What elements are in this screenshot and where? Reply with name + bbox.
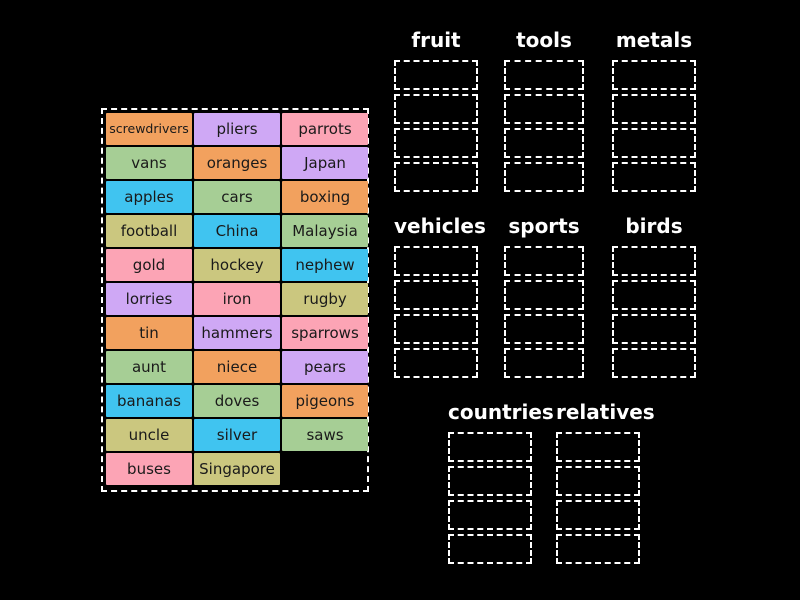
word-tile[interactable]: China — [194, 215, 280, 247]
drop-slot[interactable] — [448, 432, 532, 462]
category-title: vehicles — [394, 214, 486, 238]
word-tile[interactable]: uncle — [106, 419, 192, 451]
category-title: tools — [516, 28, 572, 52]
drop-slot[interactable] — [556, 534, 640, 564]
word-tile[interactable]: hockey — [194, 249, 280, 281]
word-tile[interactable]: pigeons — [282, 385, 368, 417]
category-title: relatives — [556, 400, 655, 424]
word-tile[interactable]: boxing — [282, 181, 368, 213]
word-tile[interactable]: lorries — [106, 283, 192, 315]
category-title: countries — [448, 400, 554, 424]
drop-slot[interactable] — [612, 128, 696, 158]
category-title: sports — [508, 214, 580, 238]
drop-slot[interactable] — [394, 348, 478, 378]
word-tile[interactable]: aunt — [106, 351, 192, 383]
drop-slot[interactable] — [504, 348, 584, 378]
word-tile[interactable]: oranges — [194, 147, 280, 179]
word-tile[interactable]: Singapore — [194, 453, 280, 485]
drop-slot[interactable] — [394, 94, 478, 124]
drop-slot[interactable] — [448, 500, 532, 530]
word-tile[interactable]: doves — [194, 385, 280, 417]
category-title: birds — [625, 214, 683, 238]
category-title: fruit — [411, 28, 461, 52]
category-group-vehicles: vehicles — [394, 214, 486, 378]
word-tile[interactable]: pears — [282, 351, 368, 383]
drop-slot[interactable] — [394, 246, 478, 276]
category-group-relatives: relatives — [556, 400, 655, 564]
drop-slot[interactable] — [394, 162, 478, 192]
word-tile[interactable]: Malaysia — [282, 215, 368, 247]
word-tile[interactable]: screwdrivers — [106, 113, 192, 145]
word-tile[interactable]: iron — [194, 283, 280, 315]
drop-slot[interactable] — [504, 162, 584, 192]
category-group-countries: countries — [448, 400, 554, 564]
category-group-metals: metals — [612, 30, 696, 192]
word-tile[interactable]: rugby — [282, 283, 368, 315]
drop-slot[interactable] — [394, 128, 478, 158]
drop-slot[interactable] — [448, 534, 532, 564]
word-tile[interactable]: football — [106, 215, 192, 247]
category-title: metals — [615, 28, 693, 52]
drop-slot[interactable] — [612, 314, 696, 344]
drop-slot[interactable] — [612, 280, 696, 310]
word-tile[interactable]: buses — [106, 453, 192, 485]
word-tile[interactable]: niece — [194, 351, 280, 383]
drop-slot[interactable] — [612, 162, 696, 192]
category-group-tools: tools — [504, 30, 584, 192]
drop-slot[interactable] — [504, 60, 584, 90]
drop-slot[interactable] — [612, 348, 696, 378]
word-tile[interactable]: pliers — [194, 113, 280, 145]
word-tile[interactable]: bananas — [106, 385, 192, 417]
word-tile[interactable]: apples — [106, 181, 192, 213]
drop-slot[interactable] — [556, 466, 640, 496]
drop-slot[interactable] — [504, 280, 584, 310]
drop-slot[interactable] — [504, 128, 584, 158]
word-tile[interactable]: vans — [106, 147, 192, 179]
category-group-sports: sports — [504, 216, 584, 378]
drop-slot[interactable] — [504, 246, 584, 276]
drop-slot[interactable] — [504, 314, 584, 344]
word-tile[interactable]: hammers — [194, 317, 280, 349]
word-tile[interactable]: cars — [194, 181, 280, 213]
word-tile[interactable]: gold — [106, 249, 192, 281]
drop-slot[interactable] — [394, 60, 478, 90]
word-tile[interactable]: saws — [282, 419, 368, 451]
drop-slot[interactable] — [556, 500, 640, 530]
drop-slot[interactable] — [612, 94, 696, 124]
drop-slot[interactable] — [504, 94, 584, 124]
drop-slot[interactable] — [612, 246, 696, 276]
word-tile[interactable]: silver — [194, 419, 280, 451]
drop-slot[interactable] — [448, 466, 532, 496]
word-tile[interactable]: Japan — [282, 147, 368, 179]
drop-slot[interactable] — [394, 314, 478, 344]
drop-slot[interactable] — [394, 280, 478, 310]
word-tile[interactable]: nephew — [282, 249, 368, 281]
word-tile[interactable]: sparrows — [282, 317, 368, 349]
category-group-fruit: fruit — [394, 30, 478, 192]
drop-slot[interactable] — [556, 432, 640, 462]
word-tile[interactable]: tin — [106, 317, 192, 349]
drop-slot[interactable] — [612, 60, 696, 90]
word-tile[interactable]: parrots — [282, 113, 368, 145]
category-group-birds: birds — [612, 216, 696, 378]
